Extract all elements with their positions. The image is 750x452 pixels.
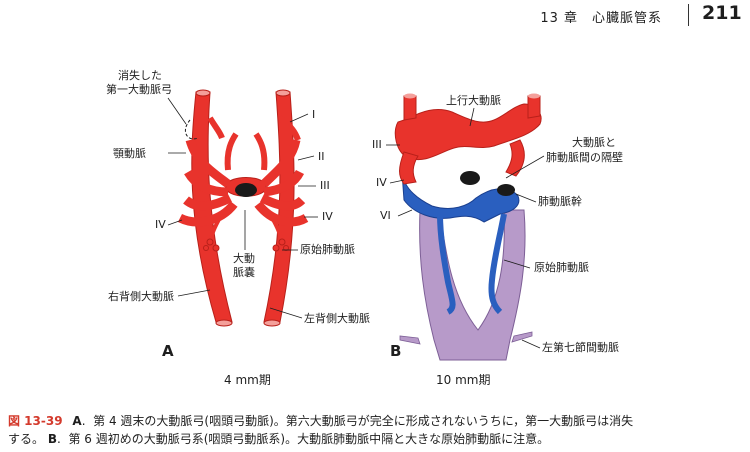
panel-b-stage: 10 mm期 — [436, 373, 490, 387]
label-seventh-intersegmental: 左第七節間動脈 — [542, 340, 619, 354]
label-b-roman-iii: III — [372, 138, 382, 151]
label-b-roman-iv: IV — [376, 176, 387, 189]
page-number: 211 — [702, 2, 742, 24]
label-left-dorsal-aorta: 左背側大動脈 — [304, 311, 370, 325]
label-primitive-pulmonary-a: 原始肺動脈 — [300, 242, 355, 256]
label-roman-ii: II — [318, 150, 325, 163]
label-b-roman-vi: VI — [380, 209, 391, 222]
label-septum-2: 肺動脈間の隔壁 — [546, 150, 623, 164]
caption-a-cont: する。 — [8, 432, 45, 446]
caption-b-letter: B — [47, 432, 57, 446]
figure-number: 図 13-39 — [8, 414, 63, 428]
label-primitive-pulmonary-b: 原始肺動脈 — [534, 260, 589, 274]
label-carotid: 顎動脈 — [113, 146, 146, 160]
label-disappeared-first-arch-1: 消失した — [118, 68, 162, 82]
label-pulmonary-trunk: 肺動脈幹 — [538, 194, 582, 208]
header-divider — [688, 4, 689, 26]
label-roman-i: I — [312, 108, 315, 121]
label-disappeared-first-arch-2: 第一大動脈弓 — [106, 82, 172, 96]
panel-b-illustration — [394, 93, 542, 361]
page-header: 13 章 心臓脈管系 211 — [0, 0, 750, 30]
label-roman-iv-left: IV — [155, 218, 166, 231]
label-aortic-sac-1: 大動 — [233, 251, 255, 265]
panel-a-leaders — [167, 97, 318, 319]
aortic-arch-figure: 消失した 第一大動脈弓 顎動脈 I II III IV IV 大動 脈嚢 原始肺… — [106, 68, 623, 387]
panel-a-stage: 4 mm期 — [224, 373, 271, 387]
caption-a-text: 第 4 週末の大動脈弓(咽頭弓動脈)。第六大動脈弓が完全に形成されないうちに，第… — [93, 414, 634, 428]
panel-b-leaders — [386, 107, 545, 349]
panel-a-letter: A — [162, 342, 174, 360]
panel-a-illustration — [177, 89, 309, 327]
figure-caption: 図 13-39 A. 第 4 週末の大動脈弓(咽頭弓動脈)。第六大動脈弓が完全に… — [8, 414, 634, 446]
label-ascending-aorta: 上行大動脈 — [446, 93, 501, 107]
label-roman-iii: III — [320, 179, 330, 192]
dashed-first-arch — [185, 119, 199, 140]
chapter-title: 13 章 心臓脈管系 — [540, 11, 662, 26]
caption-b-text: 第 6 週初めの大動脈弓系(咽頭弓動脈系)。大動脈肺動脈中隔と大きな原始肺動脈に… — [68, 432, 550, 446]
caption-a-letter: A — [72, 414, 82, 428]
panel-b-letter: B — [390, 342, 401, 360]
label-aortic-sac-2: 脈嚢 — [233, 265, 255, 279]
label-septum-1: 大動脈と — [572, 135, 616, 149]
label-right-dorsal-aorta: 右背側大動脈 — [108, 289, 174, 303]
label-roman-iv-right: IV — [322, 210, 333, 223]
